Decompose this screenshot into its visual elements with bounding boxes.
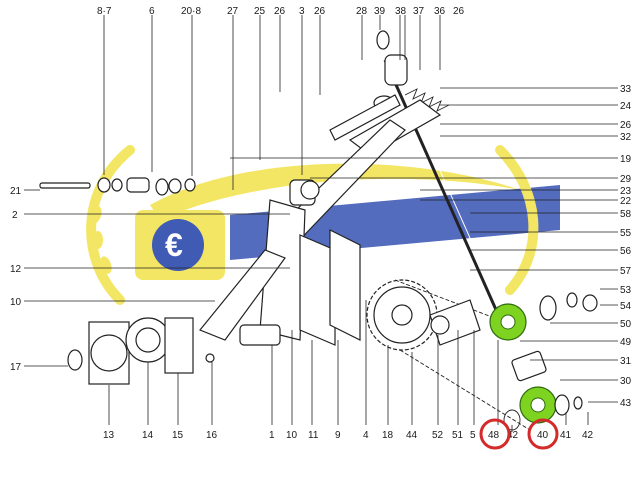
- label-24: 24: [620, 101, 632, 112]
- label-49: 49: [620, 337, 632, 348]
- label-4: 4: [363, 430, 369, 441]
- label-43: 43: [620, 398, 632, 409]
- label-8-7: 8·7: [97, 6, 112, 17]
- shaft-spring: [404, 88, 450, 112]
- label-53: 53: [620, 285, 632, 296]
- label-17: 17: [10, 362, 22, 373]
- label-13: 13: [103, 430, 115, 441]
- label-36: 36: [434, 6, 446, 17]
- watermark-wheat-left-icon: [86, 145, 135, 305]
- label-42b: 42: [582, 430, 594, 441]
- label-2: 2: [12, 210, 18, 221]
- label-19: 19: [620, 154, 632, 165]
- label-38: 38: [395, 6, 407, 17]
- label-26b: 26: [314, 6, 326, 17]
- label-10-bottom: 10: [286, 430, 298, 441]
- label-31: 31: [620, 356, 632, 367]
- label-54: 54: [620, 301, 632, 312]
- label-5: 5: [470, 430, 476, 441]
- label-41: 41: [560, 430, 572, 441]
- label-58: 58: [620, 209, 632, 220]
- label-12: 12: [10, 264, 22, 275]
- lever-arm: [259, 119, 406, 341]
- label-48: 48: [488, 430, 500, 441]
- leader-lines: [24, 15, 618, 432]
- label-37: 37: [413, 6, 425, 17]
- label-39: 39: [374, 6, 386, 17]
- main-shaft: [383, 57, 511, 331]
- label-33: 33: [620, 84, 632, 95]
- label-15: 15: [172, 430, 184, 441]
- label-3: 3: [299, 6, 305, 17]
- tensioner: [429, 299, 481, 346]
- label-16: 16: [206, 430, 218, 441]
- label-56: 56: [620, 246, 632, 257]
- label-10-left: 10: [10, 297, 22, 308]
- label-44: 44: [406, 430, 418, 441]
- highlighted-sprocket-lower: [519, 386, 557, 424]
- label-32: 32: [620, 132, 632, 143]
- label-26a: 26: [274, 6, 286, 17]
- label-57: 57: [620, 266, 632, 277]
- label-14: 14: [142, 430, 154, 441]
- label-30: 30: [620, 376, 632, 387]
- sprocket-18: [366, 279, 438, 351]
- label-20-8: 20·8: [181, 6, 201, 17]
- label-25: 25: [254, 6, 266, 17]
- right-bearings: [503, 292, 598, 431]
- label-28: 28: [356, 6, 368, 17]
- label-6: 6: [149, 6, 155, 17]
- top-labels: 8·7 6 20·8 27 25 26 3 26 28 39 38 37 36 …: [97, 6, 465, 17]
- label-23: 23: [620, 186, 632, 197]
- label-18: 18: [382, 430, 394, 441]
- highlight-markers: [479, 418, 559, 450]
- label-40: 40: [537, 430, 549, 441]
- highlight-circle-40: [527, 418, 559, 450]
- highlight-circle-48: [479, 418, 511, 450]
- label-1: 1: [269, 430, 275, 441]
- arm-piece: [199, 249, 286, 341]
- bottom-labels: 13 14 15 16 1 10 11 9 4 18 44 52 51 5 48…: [103, 430, 594, 441]
- plates: [299, 229, 361, 346]
- label-22: 22: [620, 196, 632, 207]
- label-26c: 26: [453, 6, 465, 17]
- label-42a: 42: [507, 430, 519, 441]
- label-11: 11: [308, 430, 319, 441]
- right-labels: 33 24 26 32 19 29 23 22 58 55 56 57 53 5…: [620, 84, 632, 409]
- chain: [394, 279, 531, 431]
- left-parts: [39, 177, 215, 385]
- label-26-right: 26: [620, 120, 632, 131]
- label-51: 51: [452, 430, 464, 441]
- label-29: 29: [620, 174, 632, 185]
- label-52: 52: [432, 430, 444, 441]
- watermark-euro-glyph-icon: €: [165, 227, 183, 263]
- watermark-wheat-right-icon: [495, 145, 539, 295]
- bracket: [239, 324, 281, 346]
- label-9: 9: [335, 430, 341, 441]
- left-labels: 21 2 12 10 17: [10, 186, 22, 373]
- highlighted-sprocket-upper: [489, 303, 527, 341]
- label-55: 55: [620, 228, 632, 239]
- label-50: 50: [620, 319, 632, 330]
- watermark-euro-icon: [152, 219, 204, 271]
- label-21: 21: [10, 186, 22, 197]
- label-27: 27: [227, 6, 239, 17]
